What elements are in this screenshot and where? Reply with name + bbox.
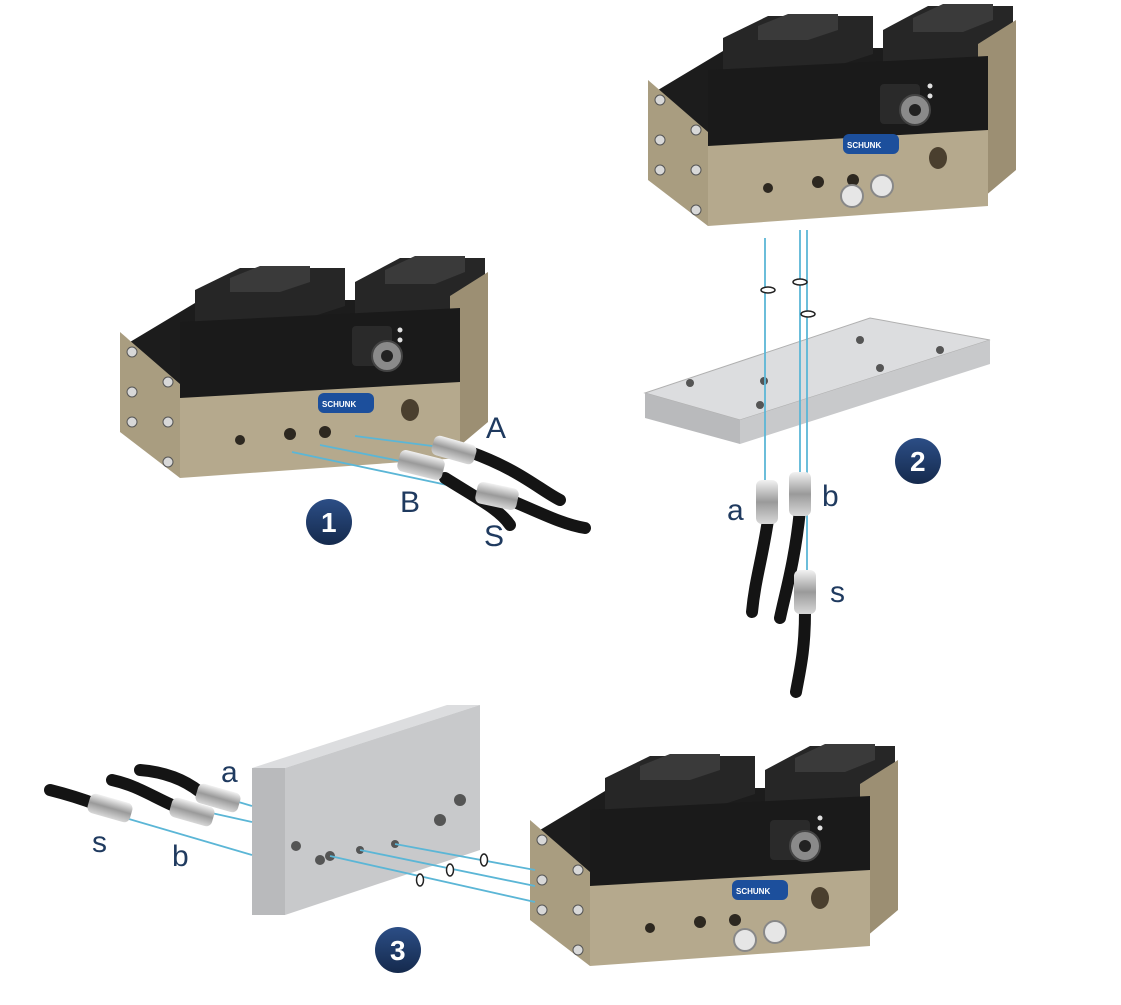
variant-3-gripper: SCHUNK (529, 743, 899, 967)
badge-circle-icon (895, 438, 941, 484)
m8-connector-icon (770, 815, 823, 862)
port-label-b: b (172, 840, 189, 873)
schunk-logo: SCHUNK (318, 393, 374, 413)
fitting-icon (789, 472, 811, 516)
fitting-icon (431, 435, 477, 465)
schunk-logo: SCHUNK (843, 134, 899, 154)
variant-2-gripper: SCHUNK (647, 3, 1017, 227)
schunk-logo: SCHUNK (732, 880, 788, 900)
variant-1-hoses (397, 435, 591, 534)
badge-3: 3 (375, 927, 421, 973)
port-label-s: s (92, 826, 107, 859)
fitting-icon (195, 783, 241, 813)
variant-1-gripper: SCHUNK (119, 255, 489, 479)
fitting-icon (87, 793, 133, 823)
port-label-A: A (486, 412, 506, 445)
badge-circle-icon (375, 927, 421, 973)
fitting-icon (475, 481, 519, 511)
variant-3-hoses (44, 764, 241, 827)
svg-text:1: 1 (321, 507, 337, 538)
o-ring-icon (415, 853, 489, 887)
port-label-a: a (221, 756, 238, 789)
m8-connector-icon (352, 326, 403, 372)
variant-3-adapter-plate (252, 705, 480, 915)
port-label-S: S (484, 520, 504, 553)
fitting-icon (794, 570, 816, 614)
brand-text: SCHUNK (736, 887, 770, 896)
fitting-icon (756, 480, 778, 524)
variant-2-adapter-plate (643, 317, 991, 444)
port-label-a: a (727, 494, 744, 527)
variant-2-air-lines (764, 230, 808, 575)
brand-text: SCHUNK (322, 400, 356, 409)
port-label-b: b (822, 480, 839, 513)
badge-1: 1 (306, 499, 352, 545)
port-label-B: B (400, 486, 420, 519)
fitting-icon (169, 797, 215, 827)
badge-2: 2 (895, 438, 941, 484)
svg-text:3: 3 (390, 935, 406, 966)
brand-text: SCHUNK (847, 141, 881, 150)
fitting-icon (397, 450, 445, 480)
m8-connector-icon (880, 83, 933, 126)
port-label-s: s (830, 576, 845, 609)
badge-circle-icon (306, 499, 352, 545)
svg-text:2: 2 (910, 446, 926, 477)
variant-2-hoses (746, 472, 816, 698)
o-ring-icon (760, 278, 816, 318)
